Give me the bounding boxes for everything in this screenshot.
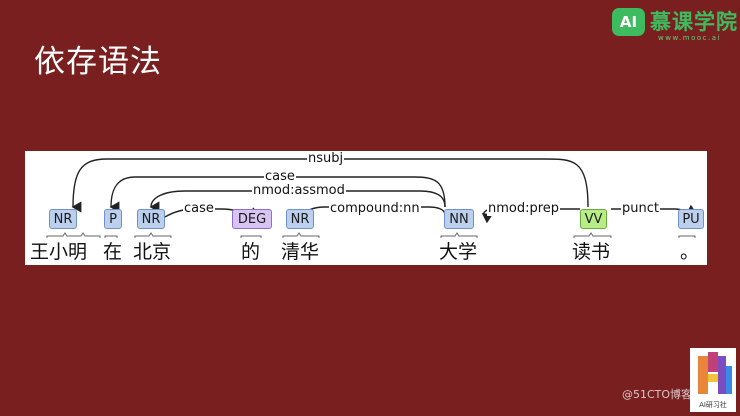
pos-tag: NR — [286, 209, 314, 229]
arc-label-nsubj: nsubj — [307, 151, 345, 166]
token-word: 的 — [241, 241, 261, 263]
arc-nsubj — [71, 158, 589, 213]
token-word: 大学 — [439, 241, 478, 263]
pos-tag: DEG — [232, 209, 272, 229]
mooc-logo: AI 慕课学院 www.mooc.ai — [612, 6, 738, 42]
token-word: 清华 — [281, 241, 320, 263]
pos-tag: NN — [444, 209, 474, 229]
pos-tag: P — [104, 209, 122, 229]
ai-lab-logo: AI研习社 — [690, 348, 736, 412]
pos-tag: NR — [137, 209, 165, 229]
ai-lab-text: AI研习社 — [699, 401, 727, 409]
logo-url: www.mooc.ai — [658, 34, 721, 42]
token-word: 读书 — [572, 241, 611, 263]
arc-label-punct: punct — [621, 201, 660, 216]
arc-label-nmod-assmod: nmod:assmod — [252, 183, 346, 198]
ai-badge-icon: AI — [612, 8, 645, 36]
logo-name: 慕课学院 — [650, 10, 738, 34]
token-word: 在 — [103, 241, 123, 263]
token-word: 北京 — [133, 241, 172, 263]
pos-tag: VV — [580, 209, 607, 229]
ai-lab-icon — [698, 352, 732, 394]
token-word: 。 — [680, 241, 700, 263]
arc-label-case-deg: case — [183, 201, 215, 216]
pos-tag: NR — [49, 209, 77, 229]
arc-label-case-p: case — [264, 169, 296, 184]
token-word: 王小明 — [30, 241, 88, 263]
arc-label-compound-nn: compound:nn — [329, 201, 421, 216]
slide-title: 依存语法 — [34, 44, 162, 80]
watermark: @51CTO博客 — [622, 388, 693, 401]
arc-label-nmod-prep: nmod:prep — [487, 201, 561, 216]
pos-tag: PU — [678, 209, 704, 229]
